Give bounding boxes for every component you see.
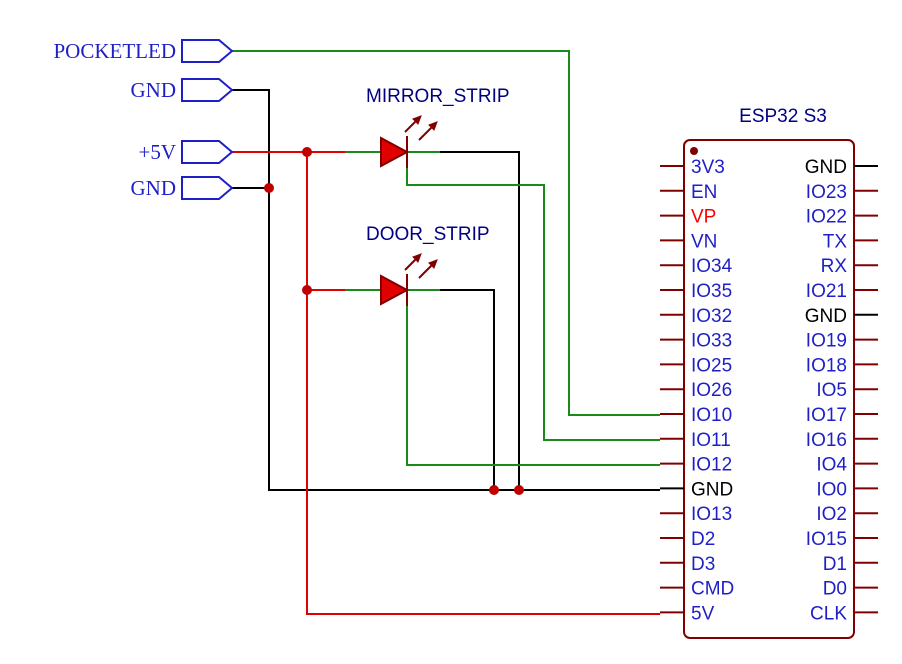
chip-pin-label-right: IO2 xyxy=(816,504,847,525)
led-door-strip: DOOR_STRIP xyxy=(366,224,490,306)
wire-mirror-data xyxy=(406,165,660,441)
chip-pin-label-left: D2 xyxy=(691,529,715,550)
chip-pin-label-left: IO34 xyxy=(691,256,733,277)
chip-pin-label-left: IO32 xyxy=(691,306,732,327)
port-label: POCKETLED xyxy=(54,39,177,63)
esp32-chip: ESP32 S3 3V3ENVPVNIO34IO35IO32IO33IO25IO… xyxy=(660,106,878,639)
chip-pin-label-left: IO25 xyxy=(691,355,732,376)
junction-dot xyxy=(264,183,274,193)
chip-pin-label-right: CLK xyxy=(810,603,847,624)
chip-pin-label-left: IO12 xyxy=(691,455,732,476)
pin1-marker-icon xyxy=(690,147,698,155)
led-label: DOOR_STRIP xyxy=(366,224,490,245)
port-pocketled: POCKETLED xyxy=(54,39,234,63)
chip-pin-label-left: VP xyxy=(691,207,716,228)
chip-pin-label-left: IO11 xyxy=(691,430,731,451)
wire-door-gnd xyxy=(440,289,495,490)
port-gnd-top: GND xyxy=(131,78,234,102)
chip-pin-label-right: IO18 xyxy=(806,355,847,376)
wire-mirror-gnd xyxy=(440,151,520,490)
chip-pin-label-left: IO33 xyxy=(691,331,732,352)
junction-dot xyxy=(302,285,312,295)
chip-pin-label-left: CMD xyxy=(691,579,734,600)
junction-dot xyxy=(302,147,312,157)
port-gnd-bottom: GND xyxy=(131,176,234,200)
junction-dot xyxy=(514,485,524,495)
chip-pin-label-left: D3 xyxy=(691,554,715,575)
chip-pin-label-right: RX xyxy=(821,256,848,277)
chip-pin-label-right: IO5 xyxy=(816,380,847,401)
wire-gnd-bus xyxy=(232,89,660,491)
chip-pin-label-right: IO22 xyxy=(806,207,847,228)
chip-pin-label-left: IO35 xyxy=(691,281,732,302)
chip-pin-label-right: IO15 xyxy=(806,529,847,550)
port-arrow-icon xyxy=(181,176,234,200)
wire-5v-bus xyxy=(232,151,660,615)
port-label: GND xyxy=(131,176,177,200)
chip-pin-label-left: IO10 xyxy=(691,405,732,426)
port-label: +5V xyxy=(138,140,176,164)
led-icon xyxy=(380,115,438,168)
chip-pin-label-right: IO21 xyxy=(806,281,847,302)
chip-pin-label-left: VN xyxy=(691,231,717,252)
chip-pin-label-left: 3V3 xyxy=(691,157,725,178)
port-label: GND xyxy=(131,78,177,102)
chip-pin-label-left: EN xyxy=(691,182,717,203)
chip-pin-label-left: IO13 xyxy=(691,504,732,525)
port-arrow-icon xyxy=(181,78,234,102)
chip-title: ESP32 S3 xyxy=(739,106,827,127)
led-mirror-strip: MIRROR_STRIP xyxy=(366,86,510,168)
chip-pin-label-left: GND xyxy=(691,479,733,500)
chip-pin-label-right: IO17 xyxy=(806,405,847,426)
chip-pin-label-right: D0 xyxy=(823,579,847,600)
chip-pin-label-right: GND xyxy=(805,306,847,327)
wire-door-data xyxy=(406,303,660,466)
port-arrow-icon xyxy=(181,140,234,164)
chip-pin-label-right: TX xyxy=(823,231,848,252)
chip-pin-label-left: 5V xyxy=(691,603,715,624)
led-label: MIRROR_STRIP xyxy=(366,86,510,107)
chip-pin-label-right: IO16 xyxy=(806,430,847,451)
led-icon xyxy=(380,253,438,306)
chip-pin-label-right: IO23 xyxy=(806,182,847,203)
chip-pin-label-right: IO4 xyxy=(816,455,847,476)
chip-pin-label-right: IO19 xyxy=(806,331,847,352)
port-arrow-icon xyxy=(181,39,234,63)
chip-pin-label-right: IO0 xyxy=(816,479,847,500)
wire-pocketled xyxy=(232,50,660,416)
chip-pin-label-right: D1 xyxy=(823,554,847,575)
junction-dot xyxy=(489,485,499,495)
chip-pin-label-left: IO26 xyxy=(691,380,732,401)
port-5v: +5V xyxy=(138,140,234,164)
chip-pin-label-right: GND xyxy=(805,157,847,178)
